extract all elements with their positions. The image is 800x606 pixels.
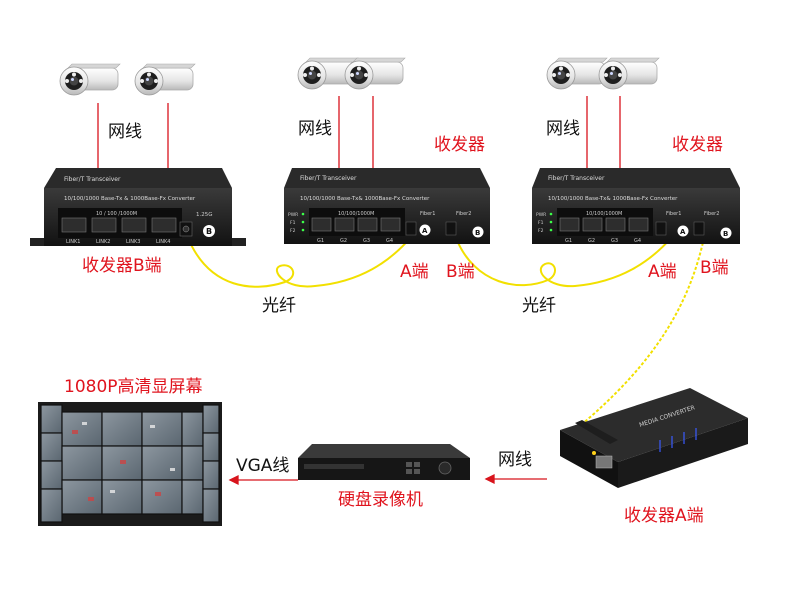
port-b-icon: B: [475, 229, 480, 237]
fiber-down: [574, 237, 705, 431]
port-a-icon: A: [422, 227, 428, 235]
led-label: PWR: [288, 212, 298, 218]
switch-model-text: 10/100/1000 Base-Tx & 1000Base-Fx Conver…: [64, 196, 196, 202]
mid-port-label: G3: [363, 238, 370, 244]
transceiver-a-label: 收发器A端: [624, 506, 704, 526]
camera-icon: [344, 57, 406, 90]
switch-port-label: LINK1: [66, 239, 80, 245]
right-port-label: G4: [634, 238, 641, 244]
fiber-label-right: 光纤: [522, 296, 556, 316]
video-wall: [38, 402, 222, 526]
fiber-left: [187, 235, 413, 288]
cable-label-right: 网线: [546, 119, 580, 139]
port-b-label-mid: B端: [446, 262, 475, 282]
mid-port-label: G1: [317, 238, 324, 244]
transceiver-b-label: 收发器B端: [82, 256, 162, 276]
led-label: F2: [290, 228, 296, 234]
fiber-label-left: 光纤: [262, 296, 296, 316]
switch-port-label: LINK4: [156, 239, 170, 245]
mid-model-text: 10/100/1000 Base-Tx& 1000Base-Fx Convert…: [300, 196, 430, 202]
camera-group-right: [546, 57, 660, 90]
fiber2-label: Fiber2: [456, 211, 471, 217]
right-port-label: G3: [611, 238, 618, 244]
camera-icon: [59, 63, 121, 96]
led-label: F1: [538, 220, 544, 226]
switch-port-label: LINK2: [96, 239, 110, 245]
fiber-cables: [187, 235, 705, 431]
switch-brand-text: Fiber/T Transceiver: [64, 176, 121, 183]
transceiver-label-right: 收发器: [672, 135, 723, 155]
camera-group-mid: [297, 57, 406, 90]
fiber-right: [455, 236, 673, 288]
screen-title: 1080P高清显屏幕: [64, 377, 203, 397]
led-label: F2: [538, 228, 544, 234]
mid-port-label: G4: [386, 238, 393, 244]
switch-port-header: 10 / 100 /1000M: [96, 211, 137, 217]
right-port-header: 10/100/1000M: [586, 211, 622, 217]
switch-port-label: LINK3: [126, 239, 140, 245]
port-a-label-mid: A端: [400, 262, 429, 282]
port-b-icon: B: [206, 227, 212, 236]
camera-icon: [134, 63, 196, 96]
right-port-label: G1: [565, 238, 572, 244]
port-b-icon: B: [723, 230, 728, 238]
transceiver-right: Fiber/T Transceiver 10/100/1000 Base-Tx&…: [532, 168, 740, 244]
right-brand-text: Fiber/T Transceiver: [548, 175, 605, 182]
right-model-text: 10/100/1000 Base-Tx& 1000Base-Fx Convert…: [548, 196, 678, 202]
transceiver-label-mid: 收发器: [434, 135, 485, 155]
mid-brand-text: Fiber/T Transceiver: [300, 175, 357, 182]
fiber1-label: Fiber1: [666, 211, 681, 217]
led-label: PWR: [536, 212, 546, 218]
port-a-label-right: A端: [648, 262, 677, 282]
media-converter: MEDIA CONVERTER: [560, 388, 748, 488]
vga-label: VGA线: [236, 456, 290, 476]
fiber2-label: Fiber2: [704, 211, 719, 217]
nvr-label: 硬盘录像机: [338, 490, 423, 510]
cable-label-mid: 网线: [298, 119, 332, 139]
fiber1-label: Fiber1: [420, 211, 435, 217]
cable-label-bottom: 网线: [498, 450, 532, 470]
mid-port-header: 10/100/1000M: [338, 211, 374, 217]
transceiver-mid: Fiber/T Transceiver 10/100/1000 Base-Tx&…: [284, 168, 490, 244]
port-a-icon: A: [680, 228, 686, 236]
port-b-label-right: B端: [700, 258, 729, 278]
switch-left: Fiber/T Transceiver 10/100/1000 Base-Tx …: [30, 168, 246, 246]
camera-icon: [598, 57, 660, 90]
switch-speed-text: 1.25G: [196, 212, 213, 218]
cable-label-left: 网线: [108, 122, 142, 142]
led-label: F1: [290, 220, 296, 226]
right-port-label: G2: [588, 238, 595, 244]
mid-port-label: G2: [340, 238, 347, 244]
camera-group-left: [59, 63, 196, 96]
nvr-device: [298, 444, 470, 480]
camera-icon: [546, 57, 608, 90]
